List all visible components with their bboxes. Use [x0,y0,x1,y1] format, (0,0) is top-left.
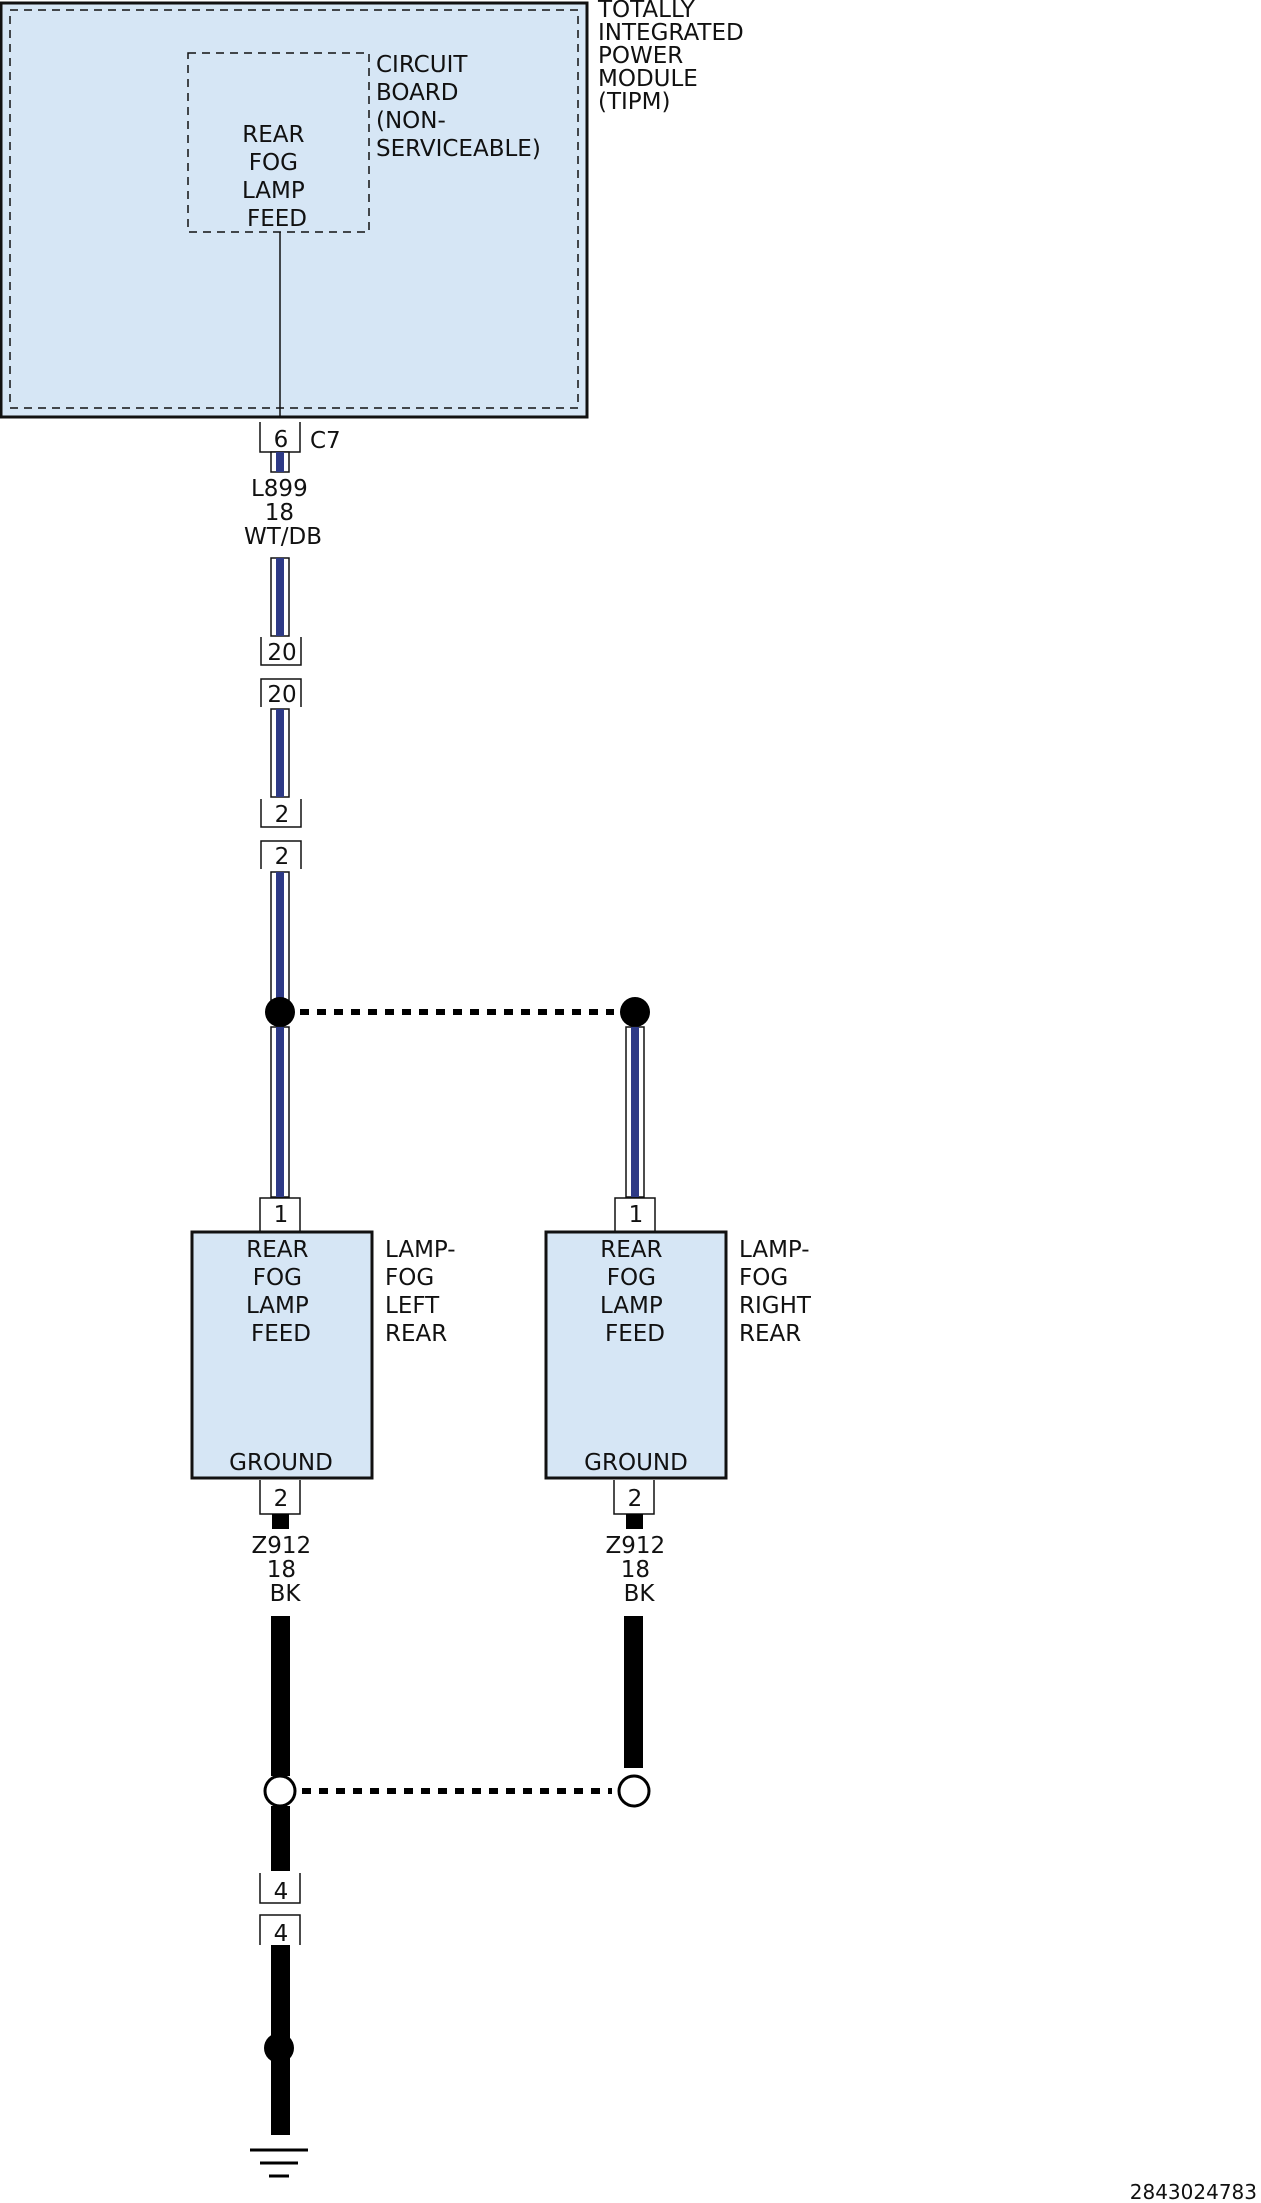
feed-wire-segment-3 [270,708,290,798]
tipm-feed-label: REAR FOG LAMP FEED [242,122,312,232]
feed-wire-segment-4 [270,871,290,1013]
right-ground-wire [624,1616,643,1768]
inline-connector-2-upper-pin: 2 [275,802,290,828]
inline-connector-2-lower-tab [260,840,302,869]
right-ground-wire-stub [626,1514,643,1529]
left-ground-wire-label: Z912 18 BK [252,1533,319,1607]
left-lamp-ground-pin: 2 [274,1486,289,1512]
ground-eyelet [264,2033,294,2063]
feed-wire-segment-2 [270,557,290,637]
left-lamp-input-pin: 1 [274,1202,289,1228]
tipm-connector-id: C7 [310,428,341,454]
feed-splice-right [620,997,650,1027]
feed-wire-label: L899 18 WT/DB [244,476,322,550]
left-lamp-function-label: REAR FOG LAMP FEED [246,1237,316,1347]
left-lamp-box [190,1230,374,1480]
right-lamp-feed-wire [625,1026,645,1198]
tipm-inner-dashed-border [9,9,579,409]
ground-connector-lower-tab [259,1914,301,1945]
diagram-id: 2843024783 [1130,2180,1257,2203]
left-ground-wire [271,1616,290,1776]
right-lamp-name: LAMP- FOG RIGHT REAR [739,1237,818,1347]
tipm-label: TOTALLY INTEGRATED POWER MODULE (TIPM) [597,0,751,115]
left-lamp-feed-wire [270,1026,290,1198]
right-lamp-box [544,1230,728,1480]
right-lamp-input-pin: 1 [629,1202,644,1228]
circuit-board-box [187,52,370,233]
ground-connector-upper-tab [259,1873,301,1904]
left-lamp-name: LAMP- FOG LEFT REAR [385,1237,463,1347]
chassis-ground-icon [250,2148,308,2178]
left-lamp-input-pin-tab [259,1197,301,1232]
ground-connector-upper-pin: 4 [274,1879,289,1905]
inline-connector-2-lower-pin: 2 [275,844,290,870]
ground-wire-segment-1 [271,1806,290,1871]
right-lamp-function-label: REAR FOG LAMP FEED [600,1237,670,1347]
feed-splice-left [265,997,295,1027]
inline-connector-20-lower-pin: 20 [267,682,296,708]
inline-connector-20-upper-tab [260,637,302,666]
right-lamp-ground-label: GROUND [584,1450,688,1476]
ground-splice-left [263,1774,297,1808]
tipm-pin-number: 6 [274,427,289,453]
circuit-board-label: CIRCUIT BOARD (NON- SERVICEABLE) [376,52,541,162]
ground-connector-lower-pin: 4 [274,1921,289,1947]
inline-connector-2-upper-tab [260,799,302,828]
left-lamp-ground-label: GROUND [229,1450,333,1476]
ground-splice-right [617,1774,651,1808]
left-ground-wire-stub [272,1514,289,1529]
right-lamp-ground-pin: 2 [628,1486,643,1512]
right-ground-wire-label: Z912 18 BK [606,1533,673,1607]
tipm-module-box [0,1,589,419]
inline-connector-20-upper-pin: 20 [267,640,296,666]
right-lamp-input-pin-tab [614,1197,656,1232]
feed-wire-segment-1 [270,451,290,473]
inline-connector-20-lower-tab [260,678,302,707]
